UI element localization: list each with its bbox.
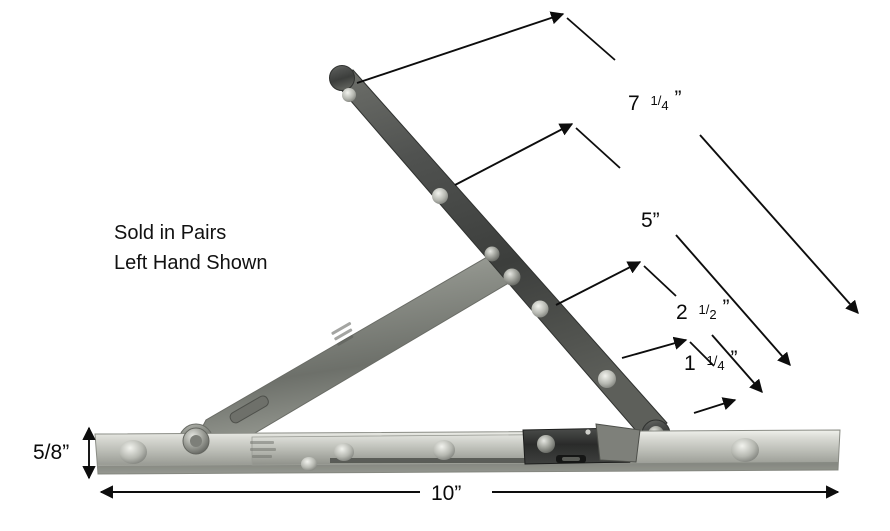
rail-hole <box>433 440 455 460</box>
arm-hole <box>342 88 356 102</box>
upper-hinge-arm <box>329 65 671 449</box>
dimension-annotations: 7 1/4 ” 5” 2 1/2 ” <box>33 11 859 505</box>
dimension-label-5-8: 5/8” <box>33 441 69 464</box>
slider-shoe <box>522 423 641 465</box>
note-line-2: Left Hand Shown <box>114 252 267 274</box>
dimension-label-5: 5” <box>641 209 660 232</box>
rail-hole <box>119 440 147 464</box>
pivot-rivet <box>484 246 500 262</box>
slide-bar <box>330 458 630 463</box>
rail-stamp <box>250 441 276 458</box>
lower-hinge-arm <box>178 252 513 459</box>
dimension-5-inch: 5” <box>454 123 791 366</box>
rail-hole <box>731 438 759 462</box>
shoe-rivet <box>537 435 555 453</box>
dimension-2-5-inch: 2 1/2 ” <box>555 261 763 393</box>
arm-hole <box>432 188 448 204</box>
rail-hole <box>334 443 354 461</box>
dimension-label-1-25: 1 1/4 ” <box>684 347 737 375</box>
dimension-1-25-inch: 1 1/4 ” <box>621 336 737 414</box>
dimension-label-2-5: 2 1/2 ” <box>676 296 729 324</box>
dimension-10-inch: 10” <box>99 482 840 505</box>
mounting-track-rail <box>94 429 841 475</box>
arm-hole <box>598 370 616 388</box>
dimension-label-7-25: 7 1/4 ” <box>628 87 681 115</box>
stamped-marking <box>331 322 354 346</box>
hinge-hardware-photo <box>94 65 841 475</box>
pivot-rivet <box>503 268 521 286</box>
arm-hole <box>531 300 549 318</box>
rail-hole <box>301 457 317 471</box>
arm-pivot-knuckle <box>182 427 210 455</box>
dimension-5-8-inch: 5/8” <box>33 426 96 480</box>
product-notes: Sold in Pairs Left Hand Shown <box>114 222 267 274</box>
dimension-7-25-inch: 7 1/4 ” <box>356 11 859 314</box>
dimension-label-10: 10” <box>431 482 461 505</box>
note-line-1: Sold in Pairs <box>114 222 226 244</box>
